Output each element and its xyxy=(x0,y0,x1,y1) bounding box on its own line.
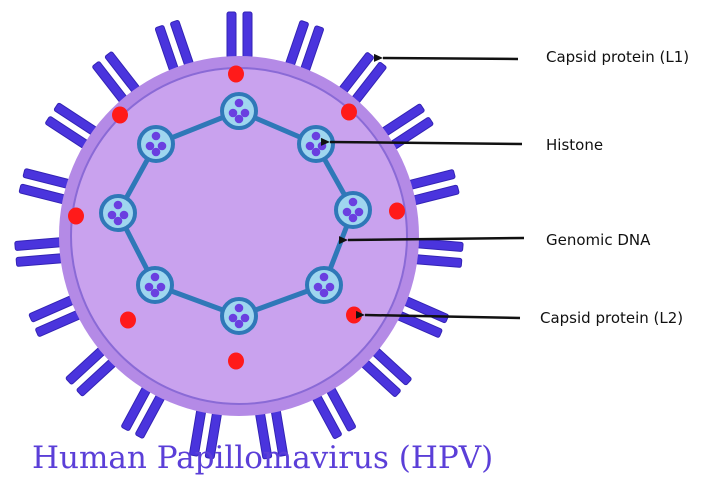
histone-core xyxy=(220,297,258,335)
histone-bead xyxy=(156,282,166,292)
capsomere xyxy=(414,238,464,268)
histone xyxy=(220,297,258,335)
histone-bead xyxy=(348,213,358,223)
pointer-arrow xyxy=(373,53,519,62)
capsomere-bar xyxy=(14,237,62,251)
l2-protein-dots xyxy=(68,65,405,370)
l2-dot xyxy=(228,352,244,370)
capsomere-bar xyxy=(15,253,63,267)
histone-bead xyxy=(240,108,250,118)
l2-dot xyxy=(68,207,84,225)
histone-core xyxy=(99,194,137,232)
histone-bead xyxy=(319,272,329,282)
pointer-arrow xyxy=(320,137,523,146)
histone-bead xyxy=(319,288,329,298)
capsomere xyxy=(226,11,253,59)
histone-core xyxy=(305,266,343,304)
histone-bead xyxy=(113,216,123,226)
histone-core xyxy=(220,92,258,130)
histone-bead xyxy=(150,288,160,298)
histone xyxy=(297,125,335,163)
capsomere xyxy=(285,20,324,72)
histone-core xyxy=(136,266,174,304)
histone-bead xyxy=(348,197,358,207)
histone-bead xyxy=(325,282,335,292)
l2-dot xyxy=(389,202,405,220)
histone-bead xyxy=(119,210,129,220)
histone xyxy=(334,191,372,229)
capsomere-bar xyxy=(242,11,253,59)
l2-dot xyxy=(120,311,136,329)
label-capsid-l1: Capsid protein (L1) xyxy=(546,48,690,66)
pointer-arrows xyxy=(320,53,525,320)
label-capsid-l2: Capsid protein (L2) xyxy=(540,309,684,327)
histone xyxy=(305,266,343,304)
histone-bead xyxy=(228,108,238,118)
capsomere xyxy=(18,168,70,205)
capsomere xyxy=(14,237,63,267)
histone-bead xyxy=(354,207,364,217)
histone-core xyxy=(334,191,372,229)
histone-core xyxy=(137,125,175,163)
histone xyxy=(137,125,175,163)
capsomere-bar xyxy=(414,254,463,268)
histone-bead xyxy=(342,207,352,217)
histone-bead xyxy=(313,282,323,292)
capsomere xyxy=(92,51,140,103)
histone-bead xyxy=(311,147,321,157)
histone-bead xyxy=(151,147,161,157)
pointer-arrow xyxy=(355,310,521,320)
capsomere-bar xyxy=(416,238,464,252)
histone xyxy=(136,266,174,304)
label-histone: Histone xyxy=(546,136,604,154)
histone-bead xyxy=(145,141,155,151)
histone-bead xyxy=(151,131,161,141)
histone-bead xyxy=(113,200,123,210)
capsomere xyxy=(154,19,194,72)
histone-bead xyxy=(144,282,154,292)
histone-bead xyxy=(311,131,321,141)
capsomere-bar xyxy=(226,11,237,59)
pointer-arrow xyxy=(338,236,525,245)
l2-dot xyxy=(112,106,128,124)
l2-dot xyxy=(346,306,362,324)
histone-core xyxy=(297,125,335,163)
histone-bead xyxy=(234,303,244,313)
diagram-title: Human Papillomavirus (HPV) xyxy=(32,440,494,476)
histone-bead xyxy=(228,313,238,323)
histone-bead xyxy=(305,141,315,151)
histone-bead xyxy=(150,272,160,282)
label-genomic-dna: Genomic DNA xyxy=(546,231,651,249)
capsomere-bar xyxy=(22,168,70,189)
histone xyxy=(99,194,137,232)
l2-dot xyxy=(341,103,357,121)
capsomere xyxy=(361,348,412,397)
histone-bead xyxy=(157,141,167,151)
capsomere-bar xyxy=(412,184,460,205)
capsomere-bar xyxy=(408,169,456,190)
capsomere-spikes xyxy=(14,11,464,460)
histone-bead xyxy=(234,114,244,124)
l2-dot xyxy=(228,65,244,83)
capsomere xyxy=(408,169,460,205)
histone-bead xyxy=(234,98,244,108)
histone-bead xyxy=(240,313,250,323)
histone-bead xyxy=(107,210,117,220)
histone-bead xyxy=(234,319,244,329)
capsomere xyxy=(65,347,116,397)
histone-nucleosomes xyxy=(99,92,372,335)
histone xyxy=(220,92,258,130)
capsomere-bar xyxy=(18,183,66,205)
